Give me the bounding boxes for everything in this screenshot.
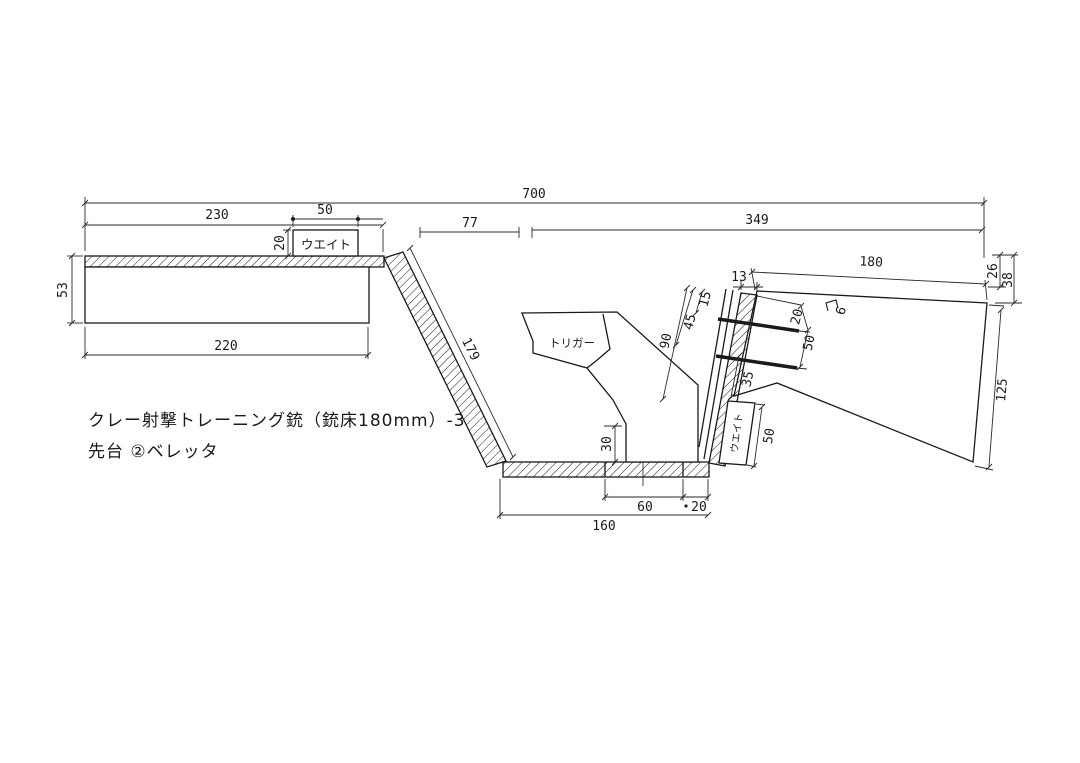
svg-text:38: 38 bbox=[1001, 272, 1016, 288]
dim-forend-bottom: 220 bbox=[81, 327, 372, 359]
svg-text:6: 6 bbox=[834, 305, 851, 316]
dim-bolt-spacing: 50 bbox=[796, 329, 819, 371]
dim-plate-width: 13 bbox=[731, 270, 763, 292]
dim-forend-top: 230 bbox=[81, 208, 387, 252]
svg-text:50: 50 bbox=[317, 203, 333, 218]
dim-45: 45 bbox=[672, 286, 700, 349]
dim-grip-front-height: 30 bbox=[600, 422, 622, 466]
svg-text:160: 160 bbox=[592, 519, 615, 534]
top-weight-label: ウエイト bbox=[301, 237, 351, 252]
dim-forend-height: 53 bbox=[56, 252, 83, 327]
svg-text:15: 15 bbox=[696, 290, 715, 309]
svg-text:53: 53 bbox=[56, 282, 71, 298]
forend-top-plate bbox=[84, 255, 385, 268]
svg-text:20: 20 bbox=[273, 235, 288, 251]
top-weight-block bbox=[292, 229, 359, 257]
dim-stock-top: 180 bbox=[748, 254, 990, 301]
svg-text:180: 180 bbox=[859, 254, 883, 270]
dim-stock-weight-length: 50 bbox=[746, 403, 778, 470]
svg-text:60: 60 bbox=[637, 500, 653, 515]
svg-text:50: 50 bbox=[801, 334, 819, 352]
stock-joint-line bbox=[703, 289, 734, 460]
svg-text:30: 30 bbox=[600, 436, 615, 452]
dim-bolt-offset: 20 bbox=[756, 295, 812, 370]
dim-15: 15 bbox=[692, 288, 715, 317]
dim-top-weight-height: 20 bbox=[273, 226, 292, 260]
trigger-guard-line bbox=[586, 313, 611, 369]
drawing-subtitle: 先台 ②ベレッタ bbox=[88, 442, 219, 462]
dim-base-inner: 60 20 bbox=[601, 479, 712, 515]
svg-text:77: 77 bbox=[462, 216, 478, 231]
dim-overall-length: 700 bbox=[81, 187, 988, 258]
svg-text:26: 26 bbox=[986, 263, 1001, 279]
dim-grip-length: 90 bbox=[658, 284, 691, 403]
square-bar-icon bbox=[825, 299, 839, 312]
base-strip bbox=[502, 461, 710, 478]
stock-weight-block bbox=[718, 400, 756, 466]
bolt-upper bbox=[717, 317, 800, 333]
svg-text:35: 35 bbox=[740, 370, 758, 388]
dim-rear-span: 349 bbox=[531, 213, 986, 238]
dim-top-weight-width: 50 bbox=[290, 203, 383, 227]
stock-weight-label: ウエイト bbox=[729, 412, 746, 453]
drawing-title: クレー射撃トレーニング銃（銃床180mm）-3 bbox=[88, 411, 466, 431]
svg-text:220: 220 bbox=[214, 339, 237, 354]
svg-text:20: 20 bbox=[788, 307, 807, 326]
svg-text:90: 90 bbox=[658, 332, 676, 350]
stock-joint-line bbox=[698, 288, 727, 448]
svg-text:45: 45 bbox=[681, 313, 700, 332]
svg-text:230: 230 bbox=[205, 208, 228, 223]
svg-text:349: 349 bbox=[745, 213, 768, 228]
dim-plate-thickness: 6 bbox=[834, 305, 851, 316]
forend-body bbox=[84, 266, 370, 324]
dim-26: 26 bbox=[986, 251, 1022, 304]
dim-38: 38 bbox=[1001, 251, 1018, 307]
svg-text:13: 13 bbox=[731, 270, 747, 285]
bolt-lower bbox=[715, 354, 798, 370]
svg-text:20: 20 bbox=[691, 500, 707, 515]
svg-text:50: 50 bbox=[761, 427, 778, 445]
stock-plate bbox=[708, 292, 758, 467]
svg-text:125: 125 bbox=[994, 378, 1011, 403]
trigger-label: トリガー bbox=[549, 336, 595, 350]
dim-gap: 77 bbox=[419, 216, 520, 238]
grip-outline bbox=[521, 311, 699, 463]
diagonal-strip bbox=[383, 251, 507, 468]
dim-stock-rear: 125 bbox=[974, 304, 1011, 471]
dim-35: 35 bbox=[727, 352, 758, 401]
dim-base-length: 160 bbox=[496, 479, 712, 534]
svg-text:179: 179 bbox=[458, 336, 482, 364]
svg-text:700: 700 bbox=[522, 187, 545, 202]
